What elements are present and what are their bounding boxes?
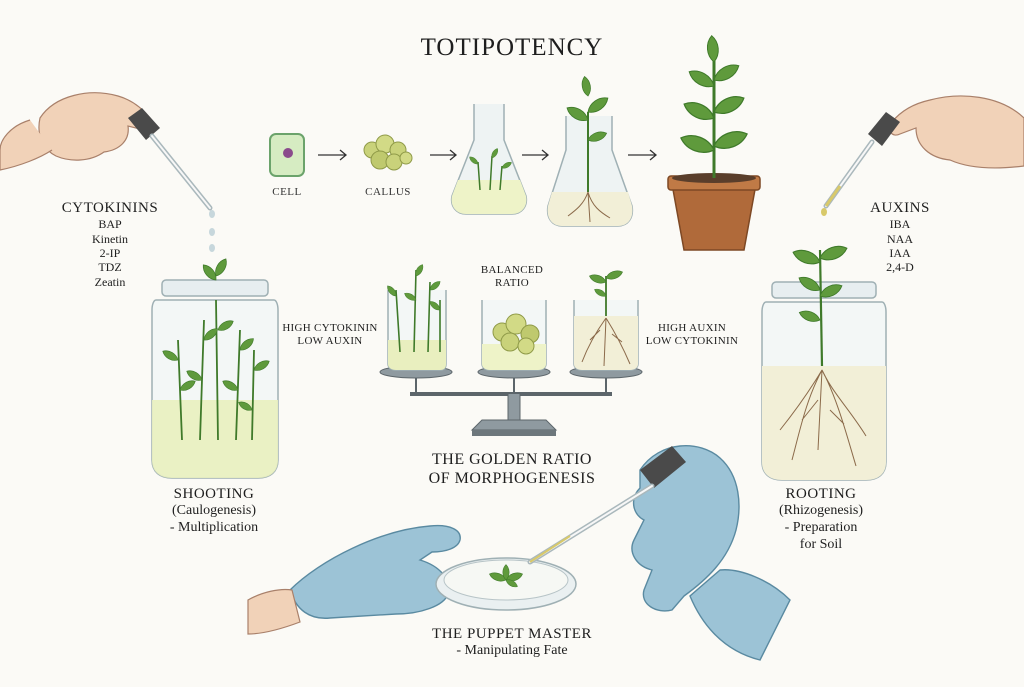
golden-ratio-line: OF MORPHOGENESIS bbox=[428, 470, 596, 488]
arrow-right-icon bbox=[318, 149, 348, 161]
arrow-right-icon bbox=[628, 149, 658, 161]
beaker-high-cytokinin-icon bbox=[385, 262, 447, 371]
shooting-heading: SHOOTING bbox=[173, 486, 255, 502]
gloved-hand-right-icon bbox=[527, 445, 791, 661]
auxin-item: IBA bbox=[889, 217, 911, 232]
golden-ratio-line: THE GOLDEN RATIO bbox=[432, 451, 592, 468]
auxin-item: IAA bbox=[889, 246, 911, 261]
auxins-panel: AUXINS IBA NAA IAA 2,4-D bbox=[852, 200, 948, 275]
rooting-jar-icon bbox=[761, 242, 887, 481]
cytokinins-panel: CYTOKININS BAP Kinetin 2-IP TDZ Zeatin bbox=[40, 200, 180, 289]
ratio-left-line: HIGH CYTOKININ bbox=[282, 322, 378, 334]
flask-with-plant-icon bbox=[546, 75, 634, 227]
ratio-label-left: HIGH CYTOKININ LOW AUXIN bbox=[278, 322, 382, 347]
auxins-heading: AUXINS bbox=[870, 200, 930, 216]
ratio-label-right: HIGH AUXIN LOW CYTOKININ bbox=[640, 322, 744, 347]
page-title: TOTIPOTENCY bbox=[420, 34, 604, 61]
callus-icon bbox=[363, 134, 413, 171]
puppet-master-sub: - Manipulating Fate bbox=[456, 643, 568, 659]
gloved-hand-left-icon bbox=[247, 524, 461, 635]
shooting-caption: SHOOTING (Caulogenesis) - Multiplication bbox=[134, 486, 294, 537]
flask-with-shoots-icon bbox=[450, 104, 528, 215]
arrow-right-icon bbox=[430, 149, 458, 161]
golden-ratio-caption: THE GOLDEN RATIO OF MORPHOGENESIS bbox=[392, 450, 632, 488]
arrow-right-icon bbox=[522, 149, 550, 161]
ratio-middle-line: BALANCED bbox=[480, 264, 544, 276]
right-hand-dropper-icon bbox=[821, 95, 1024, 216]
cytokinins-heading: CYTOKININS bbox=[61, 200, 159, 216]
rooting-caption: ROOTING (Rhizogenesis) - Preparation for… bbox=[746, 486, 896, 554]
cytokinin-item: Kinetin bbox=[92, 231, 128, 246]
auxin-item: 2,4-D bbox=[886, 260, 914, 275]
rooting-line: for Soil bbox=[799, 536, 843, 552]
beaker-high-auxin-icon bbox=[573, 268, 639, 371]
shooting-line: - Multiplication bbox=[169, 520, 259, 536]
stage-label-cell: CELL bbox=[272, 186, 302, 198]
puppet-master-heading: THE PUPPET MASTER bbox=[432, 626, 592, 642]
ratio-middle-line: RATIO bbox=[495, 276, 529, 289]
cytokinin-item: TDZ bbox=[98, 260, 122, 275]
rooting-heading: ROOTING bbox=[785, 486, 857, 502]
rooting-line: - Preparation bbox=[784, 520, 858, 536]
ratio-label-middle: BALANCED RATIO bbox=[464, 264, 560, 289]
cytokinin-item: Zeatin bbox=[94, 274, 126, 289]
beaker-balanced-icon bbox=[481, 300, 547, 371]
rooting-line: (Rhizogenesis) bbox=[779, 503, 863, 519]
ratio-left-line: LOW AUXIN bbox=[297, 334, 363, 347]
potted-plant-icon bbox=[667, 34, 761, 251]
ratio-right-line: HIGH AUXIN bbox=[657, 322, 727, 334]
cell-icon bbox=[269, 133, 305, 177]
puppet-master-caption: THE PUPPET MASTER - Manipulating Fate bbox=[392, 626, 632, 660]
ratio-right-line: LOW CYTOKININ bbox=[645, 334, 739, 347]
cytokinin-item: BAP bbox=[98, 217, 122, 232]
shooting-jar-icon bbox=[151, 256, 279, 479]
auxin-item: NAA bbox=[887, 231, 913, 246]
left-hand-dropper-icon bbox=[0, 92, 215, 252]
petri-dish-icon bbox=[435, 557, 577, 611]
cytokinin-item: 2-IP bbox=[99, 246, 121, 261]
shooting-line: (Caulogenesis) bbox=[172, 503, 256, 519]
balance-scale-icon bbox=[379, 365, 643, 436]
stage-label-callus: CALLUS bbox=[365, 186, 411, 198]
